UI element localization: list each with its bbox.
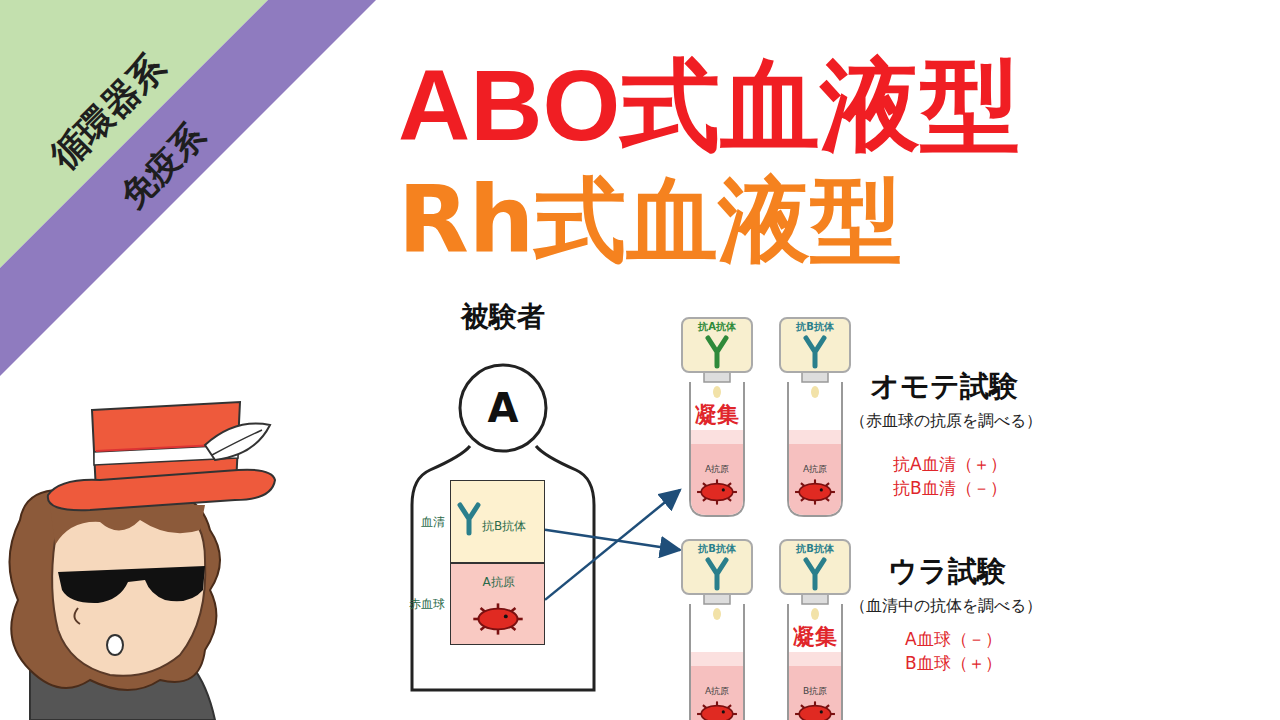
arrow-connector — [545, 530, 680, 550]
layer-label: 赤血球 — [409, 598, 445, 612]
result-text: 抗B血清（－） — [893, 479, 1007, 499]
antibody-label: 抗A抗体 — [698, 321, 736, 333]
test-tube: 抗B抗体 A抗原 — [680, 540, 754, 720]
test-tube: 抗B抗体凝集 B抗原 — [778, 540, 852, 720]
subject-figure: 被験者A血清抗B抗体赤血球A抗原 — [400, 325, 606, 695]
antigen-label: B抗原 — [803, 686, 827, 696]
test-note: （赤血球の抗原を調べる） — [850, 412, 1042, 430]
test-heading: オモテ試験 — [870, 370, 1018, 403]
agglutination-label: 凝集 — [793, 624, 837, 649]
result-text: B血球（＋） — [905, 654, 1002, 674]
antibody-label: 抗B抗体 — [698, 543, 736, 555]
layer-label: 血清 — [421, 516, 445, 530]
rbc-layer: 赤血球A抗原 — [450, 563, 545, 645]
purple-band — [0, 0, 376, 376]
serum-layer: 血清抗B抗体 — [450, 480, 545, 563]
result-text: 抗A血清（＋） — [893, 455, 1007, 475]
agglutination-label: 凝集 — [695, 402, 739, 427]
antigen-label: A抗原 — [705, 686, 729, 696]
antibody-label: 抗B抗体 — [482, 520, 526, 534]
figure-heading: 被験者 — [461, 301, 545, 333]
subtitle: Rh式血液型 — [398, 168, 902, 274]
head-letter: A — [488, 385, 519, 431]
antibody-label: 抗B抗体 — [796, 321, 834, 333]
character — [9, 402, 275, 720]
test-heading: ウラ試験 — [888, 555, 1006, 588]
arrow-connector — [545, 490, 680, 600]
test-tube: 抗A抗体凝集 A抗原 — [680, 318, 754, 518]
title: ABO式血液型 — [398, 48, 1020, 163]
result-text: A血球（－） — [905, 630, 1002, 650]
antigen-label: A抗原 — [803, 464, 827, 474]
antibody-label: 抗B抗体 — [796, 543, 834, 555]
test-tube: 抗B抗体 A抗原 — [778, 318, 852, 518]
person-outline — [412, 365, 594, 690]
test-note: （血清中の抗体を調べる） — [850, 597, 1042, 615]
antigen-label: A抗原 — [705, 464, 729, 474]
tube-drawing — [778, 318, 852, 518]
antigen-label: A抗原 — [482, 576, 514, 590]
